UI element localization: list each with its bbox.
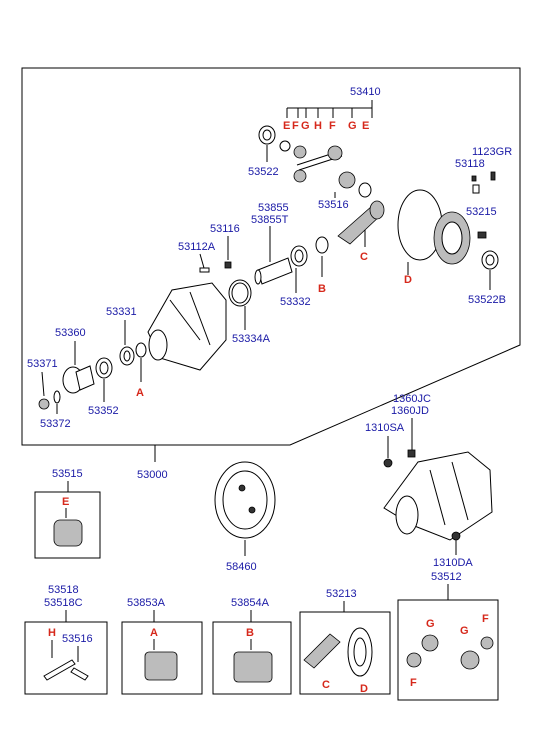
label-53516: 53516 (318, 199, 349, 211)
letter-d: D (404, 274, 412, 286)
side-gear-icon (460, 650, 480, 670)
collapsible-spacer (257, 257, 293, 285)
gear-kit-box (397, 599, 499, 701)
letter-g: G (301, 120, 310, 132)
label-53518c: 53518C (44, 597, 83, 609)
label-53515: 53515 (52, 468, 83, 480)
label-1310sa: 1310SA (365, 422, 405, 434)
label-53410: 53410 (350, 86, 381, 98)
bolt-icon (490, 171, 496, 181)
spring-icon (53, 519, 83, 547)
letter-h: H (48, 627, 56, 639)
nut-icon (38, 398, 50, 410)
label-53331: 53331 (106, 306, 137, 318)
adjuster-icon (477, 231, 487, 239)
label-53360: 53360 (55, 327, 86, 339)
main-assembly-frame (21, 67, 521, 446)
letter-e: E (62, 496, 69, 508)
bearing-b-box (212, 621, 292, 695)
label-1123gr: 1123GR (472, 146, 512, 158)
shim-ring (315, 236, 329, 254)
washer-icon (53, 390, 61, 404)
bolt-icon (472, 184, 480, 194)
letter-g: G (348, 120, 357, 132)
thrust-washer (358, 182, 372, 198)
label-53118: 53118 (455, 158, 485, 170)
letter-f: F (410, 677, 417, 689)
bolt-icon (383, 458, 393, 468)
label-1360jd: 1360JD (391, 405, 429, 417)
label-53855: 53855 (258, 202, 289, 214)
plug-icon (224, 261, 232, 269)
letter-e: E (362, 120, 369, 132)
bearing-icon (144, 651, 178, 681)
label-53853a: 53853A (127, 597, 166, 609)
label-53522: 53522 (248, 166, 279, 178)
letter-b: B (318, 283, 326, 295)
side-gear (338, 171, 356, 189)
letter-d: D (360, 683, 368, 695)
spring-box (34, 491, 101, 559)
pinion-shaft-icon (43, 659, 76, 681)
pinion-washer (279, 140, 291, 152)
label-53854a: 53854A (231, 597, 270, 609)
label-53512: 53512 (431, 571, 462, 583)
gear-set-box (299, 611, 391, 695)
carrier-housing (147, 282, 227, 371)
label-53855t: 53855T (251, 214, 289, 226)
label-53334a: 53334A (232, 333, 271, 345)
label-58460: 58460 (226, 561, 257, 573)
label-53000: 53000 (137, 469, 168, 481)
pinion-gear-icon (406, 652, 422, 668)
letter-c: C (360, 251, 368, 263)
letter-a: A (136, 387, 144, 399)
letter-g: G (460, 625, 469, 637)
letter-c: C (322, 679, 330, 691)
bearing-a-box (121, 621, 203, 695)
label-53215: 53215 (466, 206, 497, 218)
letter-f: F (292, 120, 299, 132)
label-53352: 53352 (88, 405, 119, 417)
letter-a: A (150, 627, 158, 639)
letter-f: F (482, 613, 489, 625)
pin-box (24, 621, 108, 695)
label-53116: 53116 (210, 223, 240, 235)
pinion-gear (293, 169, 307, 183)
label-53371: 53371 (27, 358, 58, 370)
bearing-icon (233, 651, 273, 683)
label-53213: 53213 (326, 588, 357, 600)
bolt-icon (451, 531, 461, 541)
side-gear (327, 145, 343, 161)
washer-icon (471, 175, 477, 182)
pin-icon (199, 267, 210, 273)
letter-b: B (246, 627, 254, 639)
bolt-icon (407, 449, 416, 458)
pinion-gear-icon (480, 636, 494, 650)
side-gear-icon (421, 634, 439, 652)
label-53372: 53372 (40, 418, 71, 430)
drive-pinion-icon (303, 633, 341, 669)
label-53522b: 53522B (468, 294, 506, 306)
letter-g: G (426, 618, 435, 630)
letter-e: E (283, 120, 290, 132)
letter-h: H (314, 120, 322, 132)
letter-f: F (329, 120, 336, 132)
pin-icon (70, 667, 89, 681)
label-53516-box: 53516 (62, 633, 93, 645)
label-1360jc: 1360JC (393, 393, 431, 405)
label-53112a: 53112A (178, 241, 216, 253)
spacer-ring (135, 342, 147, 358)
pinion-gear (293, 145, 307, 159)
label-53518: 53518 (48, 584, 79, 596)
label-53332: 53332 (280, 296, 311, 308)
label-1310da: 1310DA (433, 557, 473, 569)
